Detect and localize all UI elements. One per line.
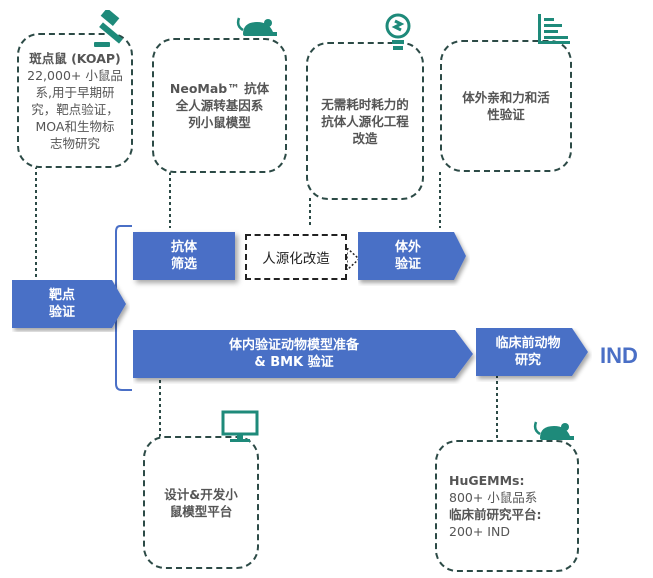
ind-label: IND — [600, 343, 638, 368]
monitor-icon — [221, 410, 259, 442]
koap-title: 斑点鼠 (KOAP) — [29, 50, 121, 66]
hugemms-line4: 200+ IND — [449, 524, 510, 539]
humanization-box: 人源化改造 — [245, 234, 347, 280]
target-validation-arrow — [12, 280, 126, 328]
invivo-model-arrow — [133, 330, 473, 378]
preclinical-label: 临床前动物 研究 — [495, 336, 561, 368]
neomab-card: NeoMab™ 抗体 全人源转基因系 列小鼠模型 — [152, 38, 287, 173]
neomab-text: NeoMab™ 抗体 全人源转基因系 列小鼠模型 — [169, 81, 270, 130]
in-vitro-arrow — [358, 232, 466, 280]
affinity-card: 体外亲和力和活 性验证 — [440, 40, 572, 172]
affinity-text: 体外亲和力和活 性验证 — [462, 90, 550, 122]
invivo-model-label: 体内验证动物模型准备 & BMK 验证 — [228, 338, 359, 370]
humanize-card: 无需耗时耗力的 抗体人源化工程 改造 — [306, 42, 424, 200]
koap-body: 22,000+ 小鼠品 系,用于早期研 究，靶点验证， MOA和生物标 志物研究 — [27, 67, 123, 151]
target-validation-label: 靶点 验证 — [48, 288, 75, 320]
preclinical-arrow — [476, 328, 588, 376]
antibody-screening-box: 抗体 筛选 — [133, 232, 235, 280]
humanization-chevron — [347, 248, 361, 270]
mouse-icon — [236, 17, 277, 36]
hugemms-line1: HuGEMMs: — [449, 473, 525, 488]
humanize-text: 无需耗时耗力的 抗体人源化工程 改造 — [321, 96, 409, 146]
bar-chart-icon — [538, 14, 570, 44]
lightbulb-icon — [385, 13, 411, 50]
hugemms-card: HuGEMMs: 800+ 小鼠品系 临床前研究平台: 200+ IND — [435, 440, 579, 572]
hugemms-line3: 临床前研究平台: — [449, 507, 542, 522]
design-text: 设计&开发小 鼠模型平台 — [164, 486, 238, 519]
in-vitro-validation-label: 体外 验证 — [394, 240, 421, 272]
humanization-label: 人源化改造 — [262, 251, 330, 267]
koap-card: 斑点鼠 (KOAP) 22,000+ 小鼠品 系,用于早期研 究，靶点验证， M… — [17, 33, 133, 168]
mouse-icon-bottom — [533, 421, 574, 440]
design-card: 设计&开发小 鼠模型平台 — [143, 436, 259, 569]
hugemms-line2: 800+ 小鼠品系 — [449, 490, 538, 505]
gavel-icon — [94, 10, 123, 47]
